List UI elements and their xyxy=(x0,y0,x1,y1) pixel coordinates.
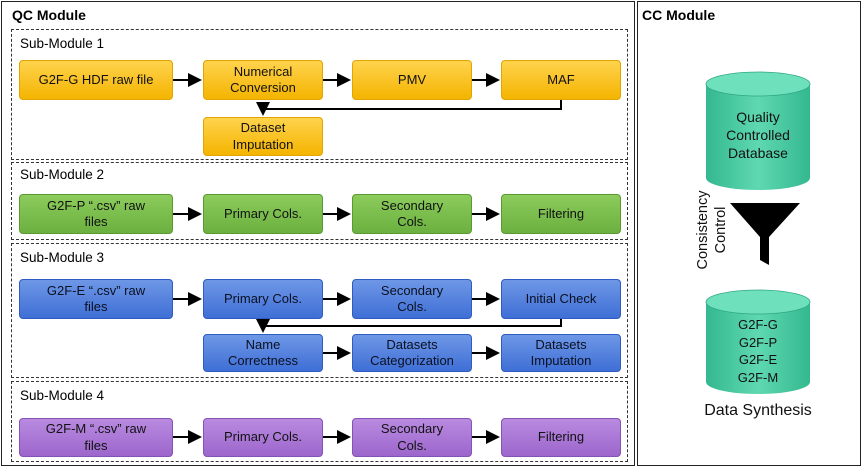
name-correctness-box: Name Correctness xyxy=(203,334,323,372)
sub-module-1 xyxy=(11,29,628,160)
secondary-cols-box-3: Secondary Cols. xyxy=(352,279,472,319)
filtering-box-2: Filtering xyxy=(501,194,621,234)
sub-module-4 xyxy=(11,381,628,462)
datasets-imputation-box: Datasets Imputation xyxy=(501,334,621,372)
sub-module-4-title: Sub-Module 4 xyxy=(20,388,105,403)
quality-controlled-database-label: Quality Controlled Database xyxy=(726,109,790,162)
datasets-categorization-box: Datasets Categorization xyxy=(352,334,472,372)
maf-box: MAF xyxy=(501,60,621,100)
filtering-box-4: Filtering xyxy=(501,418,621,457)
sub-module-2-title: Sub-Module 2 xyxy=(20,167,105,182)
dataset-list-label: G2F-G G2F-P G2F-E G2F-M xyxy=(737,317,779,385)
consistency-control-label: Consistency Control xyxy=(694,190,729,270)
cc-module-title: CC Module xyxy=(642,7,716,23)
pmv-box: PMV xyxy=(352,60,472,100)
cc-module-panel xyxy=(637,1,861,466)
g2f-g-hdf-raw-file-box: G2F-G HDF raw file xyxy=(19,60,173,100)
g2f-e-csv-raw-files-box: G2F-E “.csv” raw files xyxy=(19,279,173,319)
qc-module-panel xyxy=(1,1,635,466)
secondary-cols-box-2: Secondary Cols. xyxy=(352,194,472,234)
numerical-conversion-box: Numerical Conversion xyxy=(203,60,323,100)
sub-module-3-title: Sub-Module 3 xyxy=(20,250,105,265)
dataset-imputation-box: Dataset Imputation xyxy=(203,117,323,156)
primary-cols-box-4: Primary Cols. xyxy=(203,418,323,457)
secondary-cols-box-4: Secondary Cols. xyxy=(352,418,472,457)
g2f-m-csv-raw-files-box: G2F-M “.csv” raw files xyxy=(19,418,173,457)
data-synthesis-caption: Data Synthesis xyxy=(704,402,812,419)
primary-cols-box-2: Primary Cols. xyxy=(203,194,323,234)
primary-cols-box-3: Primary Cols. xyxy=(203,279,323,319)
sub-module-3 xyxy=(11,243,628,378)
qc-module-title: QC Module xyxy=(12,7,86,23)
initial-check-box: Initial Check xyxy=(501,279,621,319)
g2f-p-csv-raw-files-box: G2F-P “.csv” raw files xyxy=(19,194,173,234)
sub-module-1-title: Sub-Module 1 xyxy=(20,36,105,51)
sub-module-2 xyxy=(11,162,628,240)
